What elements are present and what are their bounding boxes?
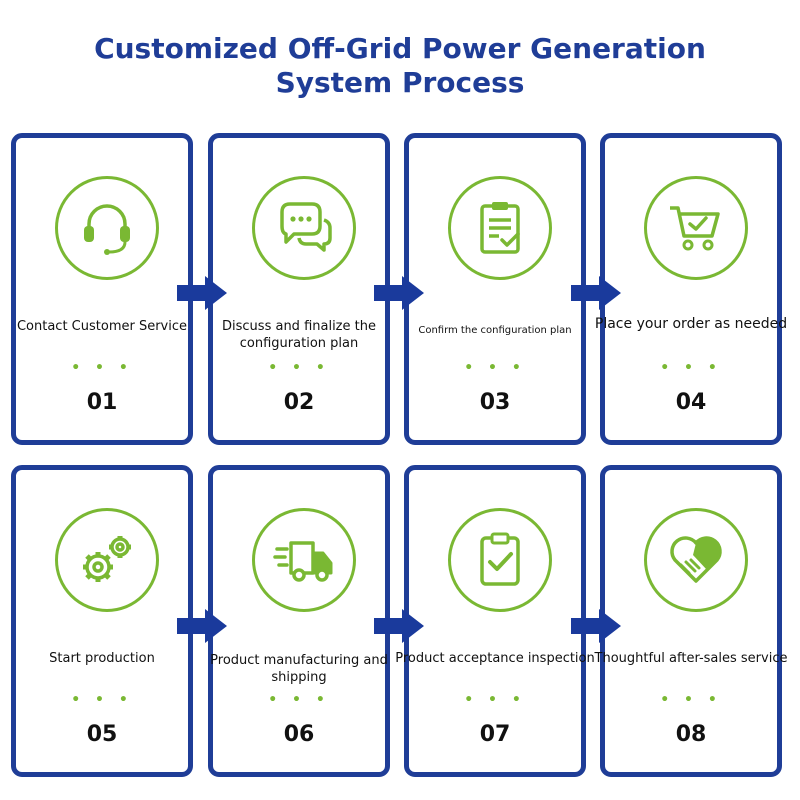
arrow-right-icon xyxy=(374,276,424,310)
step-number: 04 xyxy=(675,390,707,415)
checklist-clipboard-icon xyxy=(480,202,520,254)
page-title: Customized Off-Grid Power Generation Sys… xyxy=(0,32,800,100)
shopping-cart-icon xyxy=(670,206,720,251)
step-number: 06 xyxy=(283,722,315,747)
step-number: 05 xyxy=(86,722,118,747)
delivery-truck-icon xyxy=(273,541,333,582)
step-card-08: Thoughtful after-sales service • • • 08 xyxy=(595,465,787,777)
step-label: Discuss and finalize the configuration p… xyxy=(222,319,376,351)
step-label: Place your order as needed xyxy=(594,316,788,332)
clipboard-check-icon xyxy=(480,532,520,586)
icon-ring xyxy=(252,508,356,612)
icon-ring xyxy=(252,176,356,280)
step-card-07: Product acceptance inspection • • • 07 xyxy=(395,465,595,777)
step-number: 03 xyxy=(479,390,511,415)
icon-ring xyxy=(55,176,159,280)
title-line-1: Customized Off-Grid Power Generation xyxy=(94,32,706,65)
icon-ring xyxy=(644,176,748,280)
step-label: Product manufacturing and shipping xyxy=(210,653,388,685)
step-label: Confirm the configuration plan xyxy=(418,325,572,336)
headset-icon xyxy=(84,204,130,255)
step-label: Start production xyxy=(49,651,155,666)
step-number: 07 xyxy=(479,722,511,747)
step-card-01: Contact Customer Service • • • 01 xyxy=(11,133,193,445)
step-dots: • • • xyxy=(71,692,133,708)
arrow-right-icon xyxy=(374,609,424,643)
gears-icon xyxy=(83,536,131,582)
step-dots: • • • xyxy=(464,692,526,708)
step-card-04: Place your order as needed • • • 04 xyxy=(595,133,787,445)
step-card-02: Discuss and finalize the configuration p… xyxy=(208,133,390,445)
step-dots: • • • xyxy=(660,692,722,708)
arrow-right-icon xyxy=(177,276,227,310)
step-card-06: Product manufacturing and shipping • • •… xyxy=(208,465,390,777)
step-dots: • • • xyxy=(71,360,133,376)
step-dots: • • • xyxy=(464,360,526,376)
chat-bubbles-icon xyxy=(280,202,332,252)
arrow-right-icon xyxy=(177,609,227,643)
step-label: Product acceptance inspection xyxy=(395,651,595,666)
arrow-right-icon xyxy=(571,276,621,310)
step-label: Thoughtful after-sales service xyxy=(594,651,788,666)
heart-handshake-icon xyxy=(670,536,722,583)
icon-ring xyxy=(448,176,552,280)
step-number: 01 xyxy=(86,390,118,415)
icon-ring xyxy=(644,508,748,612)
step-number: 08 xyxy=(675,722,707,747)
step-card-03: Confirm the configuration plan • • • 03 xyxy=(404,133,586,445)
icon-ring xyxy=(448,508,552,612)
step-card-05: Start production • • • 05 xyxy=(11,465,193,777)
icon-ring xyxy=(55,508,159,612)
step-dots: • • • xyxy=(660,360,722,376)
step-dots: • • • xyxy=(268,692,330,708)
step-number: 02 xyxy=(283,390,315,415)
step-dots: • • • xyxy=(268,360,330,376)
step-label: Contact Customer Service xyxy=(16,319,188,334)
arrow-right-icon xyxy=(571,609,621,643)
title-line-2: System Process xyxy=(275,66,525,99)
